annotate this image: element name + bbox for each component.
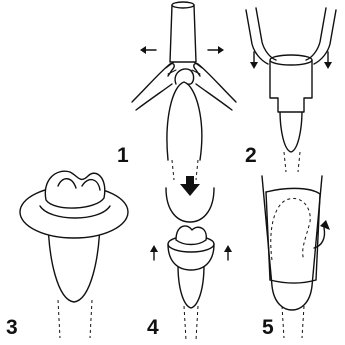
step-4-ring [168,226,214,270]
step-5-limb [262,176,322,338]
step-3-sleeve-top [45,171,104,208]
step-number-1: 1 [117,144,129,167]
step-1-right-hand [192,62,236,110]
step-2-panel: 2 [245,8,336,172]
step-number-3: 3 [6,316,18,339]
step-3-panel: 3 [6,171,128,339]
arrow-up-right-icon [224,245,232,260]
step-1-sleeve [170,2,196,84]
step-5-panel: 5 [262,176,330,339]
step-number-5: 5 [262,316,274,339]
arrow-down-icon [180,176,200,196]
step-4-panel: 4 [147,176,232,340]
step-number-4: 4 [147,316,159,339]
step-2-limb [280,110,302,172]
arrow-up-left-icon [150,245,158,260]
step-2-sleeve [270,55,312,112]
step-number-2: 2 [245,144,257,167]
step-1-panel: 1 [117,2,236,180]
step-5-sleeve [266,188,320,283]
step-4-limb [178,265,204,340]
arrow-left-icon [140,46,156,54]
arrow-right-icon [208,46,224,54]
step-1-limb [167,82,202,180]
step-1-left-hand [132,62,176,110]
